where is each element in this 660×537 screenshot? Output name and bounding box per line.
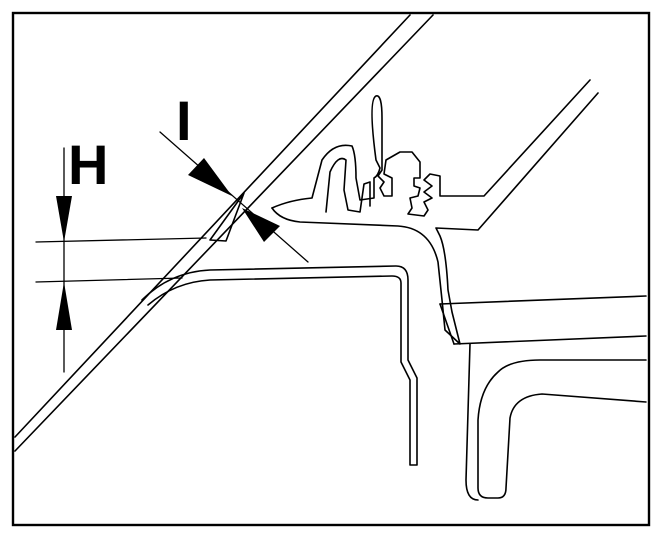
label-h: H (68, 133, 108, 196)
seal-profile (271, 79, 591, 217)
label-i: I (176, 89, 192, 152)
windshield-glass (14, 14, 434, 452)
arrow-down-icon (56, 196, 72, 242)
roof-panel (141, 265, 418, 466)
diagram-frame (11, 11, 651, 527)
dimension-i: I (159, 89, 309, 263)
seal-body (271, 92, 599, 345)
arrow-up-icon (56, 282, 72, 330)
arrow-diagonal-icon (188, 158, 232, 196)
windshield-moulding (209, 192, 245, 242)
seal-inner-lip (325, 157, 371, 213)
dimension-h: H (35, 133, 207, 373)
arrow-diagonal-reverse-icon (242, 208, 280, 242)
roof-rail (439, 295, 647, 501)
